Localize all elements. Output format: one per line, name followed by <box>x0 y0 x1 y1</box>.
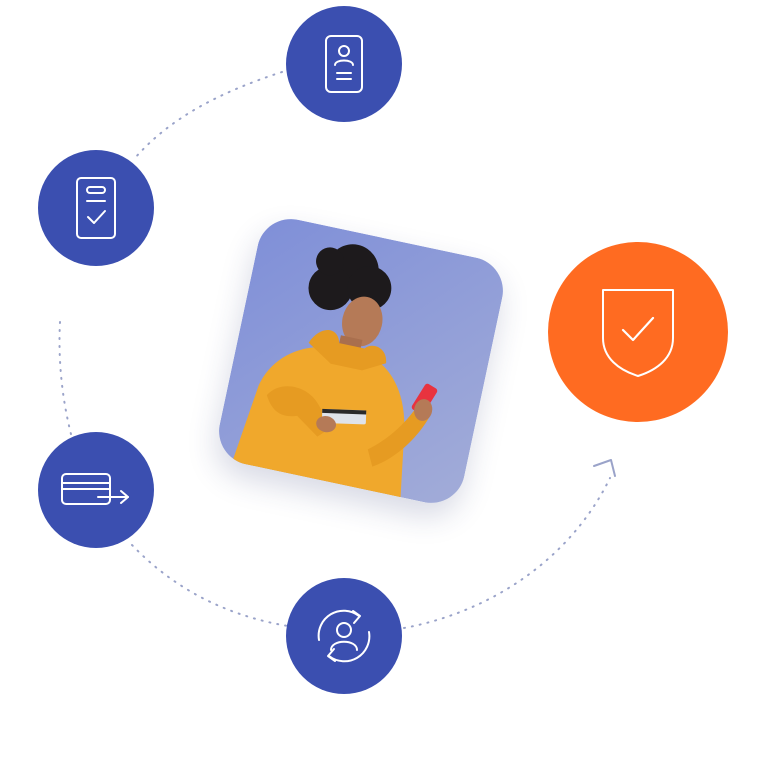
connector-arc-top <box>134 71 283 159</box>
id-card-icon <box>325 35 363 93</box>
step-user-sync <box>286 578 402 694</box>
left-hand <box>316 416 337 433</box>
result-verified-badge <box>548 242 728 422</box>
arrow-head-icon <box>593 459 616 477</box>
face <box>342 296 383 347</box>
left-arm <box>266 386 332 437</box>
photo-woman-with-phone-and-card <box>212 212 510 510</box>
connector-arc-bottom-left <box>131 544 289 627</box>
connector-arc-left <box>58 321 73 439</box>
document-check-icon <box>76 177 116 239</box>
hair <box>308 244 392 311</box>
card-transfer-icon <box>61 473 129 505</box>
step-document-check <box>38 150 154 266</box>
connector-arc-bottom-right <box>403 477 611 629</box>
user-sync-icon <box>317 609 371 663</box>
right-hand <box>414 399 433 421</box>
hood <box>308 330 387 371</box>
woman-illustration <box>212 212 510 510</box>
step-card-transfer <box>38 432 154 548</box>
right-arm <box>367 404 431 467</box>
step-identity-card <box>286 6 402 122</box>
shield-check-icon <box>602 289 674 377</box>
